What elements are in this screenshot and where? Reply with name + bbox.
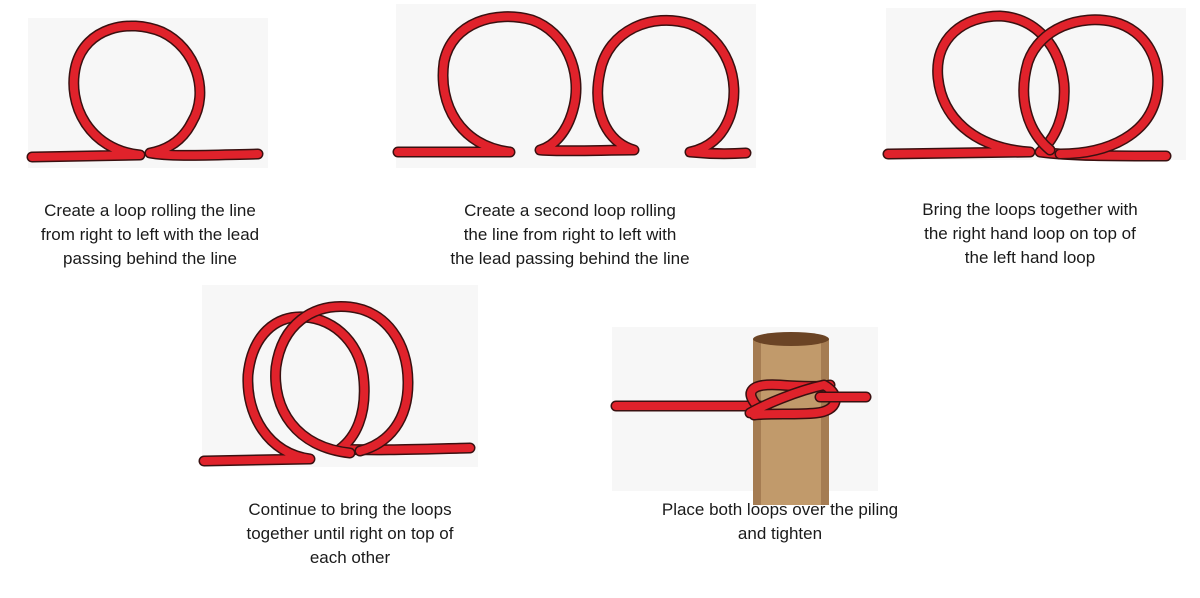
step-2: Create a second loop rolling the line fr… — [390, 0, 760, 300]
rope-single-loop — [26, 20, 264, 163]
step-5-caption: Place both loops over the piling and tig… — [661, 500, 899, 543]
step-5-piling-illustration — [610, 332, 872, 505]
step-4-caption: Continue to bring the loops together unt… — [246, 500, 454, 567]
rope-two-loops — [392, 11, 752, 160]
step-3: Bring the loops together with the right … — [880, 0, 1200, 290]
step-2-rope-illustration — [392, 11, 752, 160]
step-5: Place both loops over the piling and tig… — [610, 325, 900, 585]
rope-stacked-loops — [198, 301, 476, 467]
step-2-caption: Create a second loop rolling the line fr… — [450, 201, 690, 268]
step-1: Create a loop rolling the line from righ… — [0, 0, 300, 290]
step-4: Continue to bring the loops together unt… — [198, 285, 490, 585]
clove-hitch-rope — [610, 379, 872, 421]
step-3-caption: Bring the loops together with the right … — [922, 200, 1138, 267]
step-4-rope-illustration — [198, 301, 476, 467]
step-1-illustration-panel — [28, 18, 268, 168]
step-3-rope-illustration — [882, 10, 1172, 162]
step-1-caption: Create a loop rolling the line from righ… — [40, 201, 260, 268]
piling — [753, 332, 829, 505]
rope-overlapping-loops — [882, 10, 1172, 162]
step-1-rope-illustration — [26, 20, 264, 163]
